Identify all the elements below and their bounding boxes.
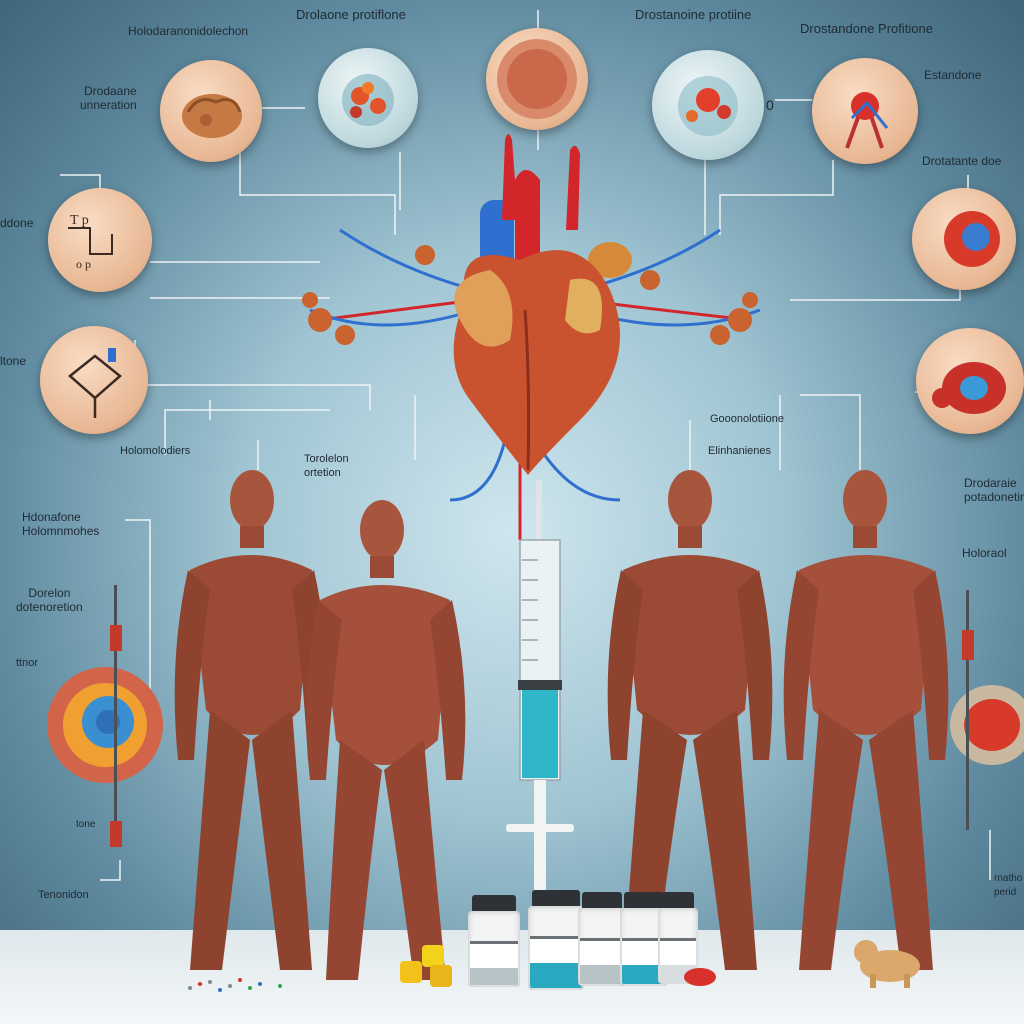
label-center-left: Torolelon ortetion (304, 453, 349, 479)
label-mid-right: Drotatante doe (922, 154, 1002, 168)
cell-circle-red (912, 188, 1016, 290)
label-left-small: tone (76, 819, 96, 830)
red-capsule (684, 968, 716, 986)
vial-3 (578, 892, 626, 986)
muscle-figure-2 (306, 500, 466, 980)
label-small-mark: 0 (766, 97, 774, 113)
muscle-figure-3 (607, 470, 773, 970)
virus-cell-left (47, 667, 163, 783)
label-right-block-1: Drodaraie potadonetin (964, 476, 1024, 504)
small-syringe-right (962, 590, 974, 830)
yellow-pills (400, 945, 452, 987)
virus-cell-right (950, 685, 1024, 765)
cell-circle-left (318, 48, 418, 148)
syringe (506, 480, 574, 890)
molecule-circle-1: T p o p (48, 188, 152, 292)
muscle-figure-4 (783, 470, 949, 970)
label-top-left: Holodaranonidolechon (128, 24, 249, 38)
label-center-right-2: Elinhanienes (708, 445, 771, 457)
label-right-bottom: rnatho perid (994, 873, 1023, 898)
vial-1 (468, 895, 520, 987)
vial-5 (658, 892, 698, 984)
svg-text:o p: o p (76, 257, 91, 271)
label-upper-left: Drodaane unneration (80, 84, 137, 112)
label-left-block-3: ttnor (16, 657, 39, 669)
colored-granules (188, 978, 282, 992)
vial-2 (528, 890, 584, 990)
label-upper-right: Estandone (924, 68, 982, 82)
label-top-right: Drostandone Profitione (800, 21, 933, 36)
label-left-block-2: Dorelon dotenoretion (16, 586, 83, 614)
label-top-center-left: Drolaone protiflone (296, 7, 406, 22)
label-left-1: ddone (0, 216, 34, 230)
label-left-block-1: Hdonafone Holomnmohes (22, 510, 100, 538)
label-left-bottom: Tenonidon (38, 889, 89, 901)
tissue-circle-center (486, 28, 588, 130)
organ-circle-brain (160, 60, 262, 162)
toy-animal (854, 940, 920, 988)
cell-circle-bloodcell (916, 328, 1024, 434)
label-top-center-right: Drostanoine protiine (635, 7, 752, 22)
cell-circle-right (652, 50, 764, 160)
svg-text:T p: T p (70, 213, 89, 228)
vessel-circle (812, 58, 918, 164)
small-syringe-left (110, 585, 122, 847)
heart-illustration (302, 134, 761, 540)
molecule-circle-2 (40, 326, 148, 434)
label-left-2: ltone (0, 354, 27, 368)
label-center-right-1: Gooonolotiione (710, 413, 785, 425)
label-right-block-2: Holoraol (962, 546, 1007, 560)
label-left-3: Holomolodiers (120, 445, 191, 457)
